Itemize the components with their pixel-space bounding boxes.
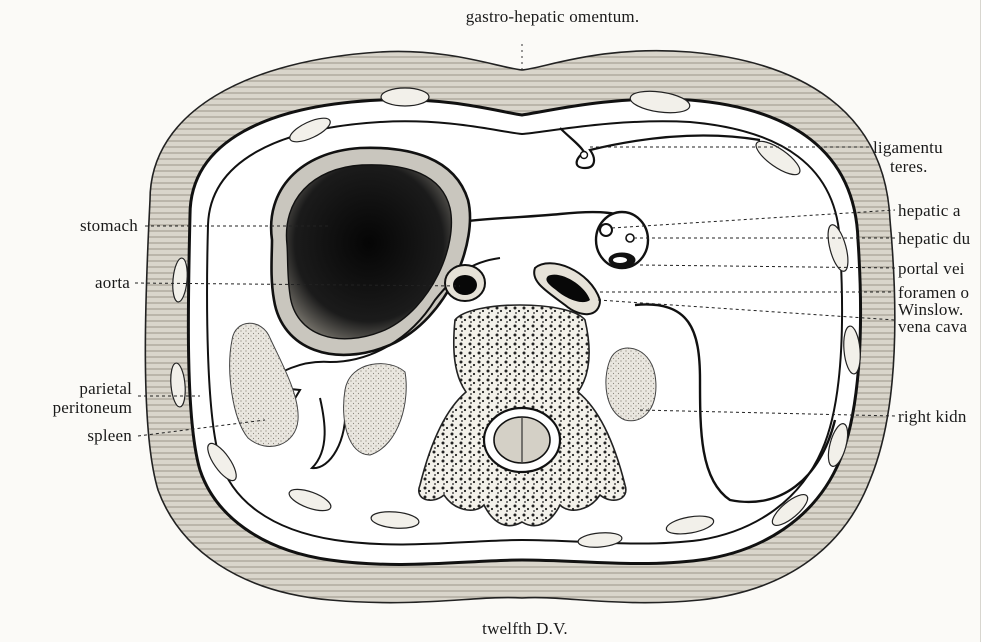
label-portal-vein: portal vei (898, 260, 965, 277)
bottom-caption: twelfth D.V. (440, 620, 610, 637)
portal-vein-lumen (613, 257, 627, 263)
page-edge (980, 0, 995, 642)
label-hepatic-duct: hepatic du (898, 230, 970, 247)
label-foramen: foramen o (898, 284, 969, 301)
label-winslow: Winslow. (898, 301, 963, 318)
aorta (453, 275, 477, 295)
label-hepatic-artery: hepatic a (898, 202, 961, 219)
hepatic-duct (626, 234, 634, 242)
label-parietal: parietal (14, 380, 132, 397)
label-ligamentum: ligamentu (873, 139, 943, 156)
label-vena-cava: vena cava (898, 318, 967, 335)
label-right-kidney: right kidn (898, 408, 967, 425)
label-peritoneum: peritoneum (0, 399, 132, 416)
rib (381, 88, 429, 106)
top-caption: gastro-hepatic omentum. (440, 8, 665, 25)
label-stomach: stomach (20, 217, 138, 234)
label-aorta: aorta (20, 274, 130, 291)
label-teres: teres. (890, 158, 928, 175)
ligamentum-teres (581, 152, 588, 159)
hepatic-artery (600, 224, 612, 236)
portal-triad (596, 212, 648, 268)
label-spleen: spleen (20, 427, 132, 444)
